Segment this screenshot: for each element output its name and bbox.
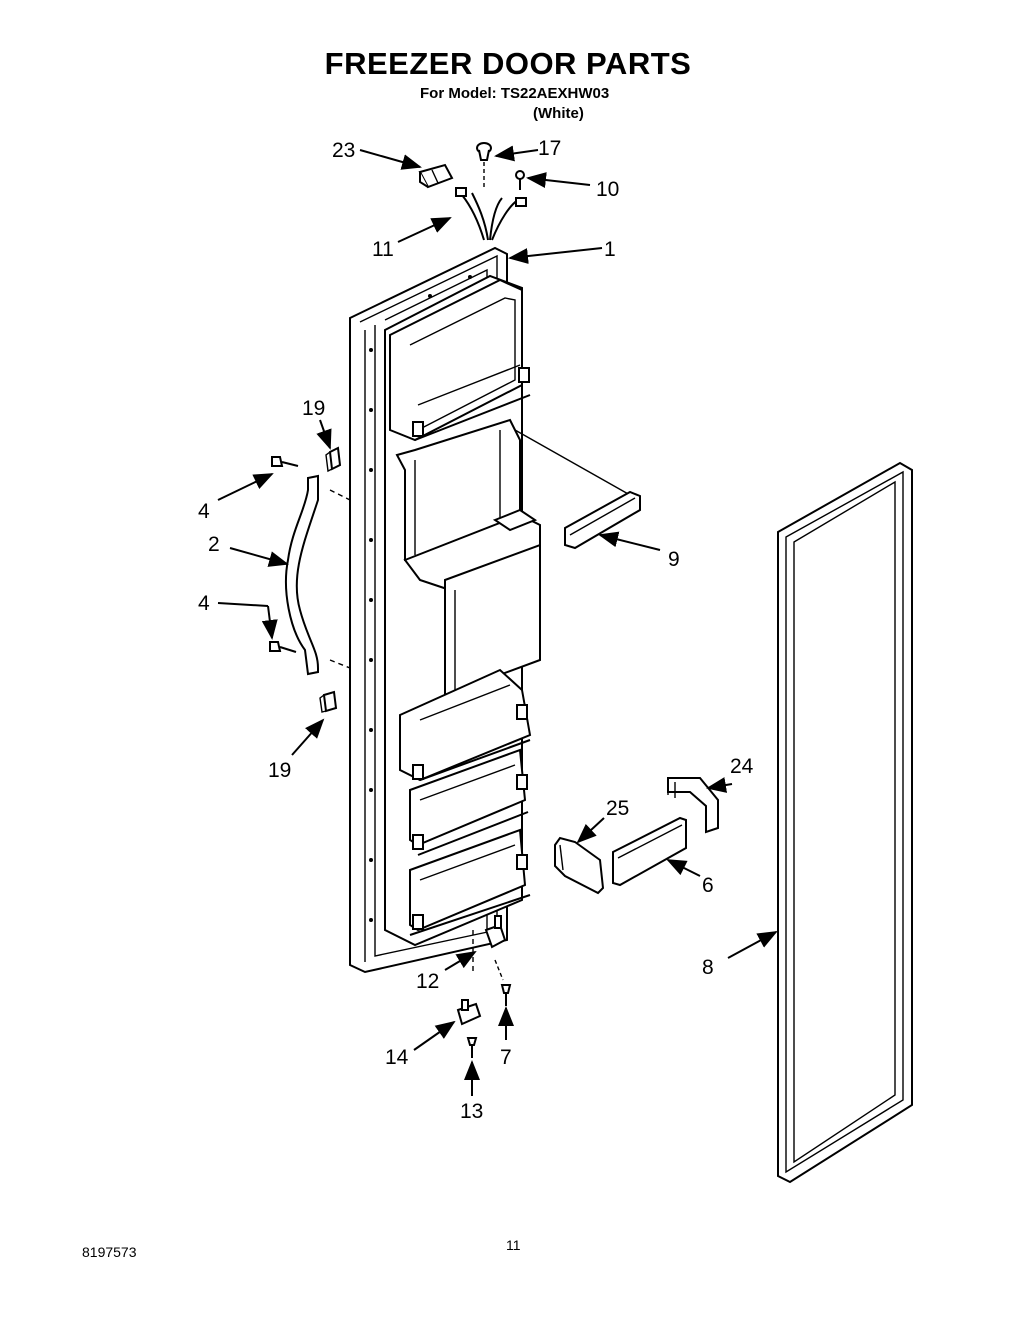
end-cap-lower-part — [319, 690, 338, 713]
connector-part — [418, 163, 454, 189]
screw-part — [515, 170, 525, 190]
page-number: 11 — [506, 1237, 521, 1253]
wiring-harness-part — [455, 187, 527, 241]
callout-14: 14 — [385, 1046, 409, 1069]
callout-9: 9 — [668, 548, 680, 571]
shelf-end-24-part — [667, 777, 719, 834]
callout-4-lower: 4 — [198, 592, 210, 615]
handle-screw-lower-part — [269, 641, 297, 653]
callout-6: 6 — [702, 874, 714, 897]
model-line: For Model: TS22AEXHW03 — [420, 85, 610, 102]
door-gasket-part — [777, 461, 913, 1184]
handle-part — [285, 474, 351, 676]
shelf-panel-6-part — [612, 816, 687, 887]
end-cap-upper-part — [325, 446, 342, 473]
callout-2: 2 — [208, 533, 220, 556]
freezer-door-part — [349, 246, 541, 974]
document-number: 8197573 — [82, 1244, 137, 1260]
hinge-bracket-14-part — [456, 999, 482, 1026]
color-variant: (White) — [533, 105, 584, 122]
callout-17: 17 — [538, 137, 561, 160]
callout-12: 12 — [416, 970, 439, 993]
hinge-screw-7-part — [494, 959, 512, 1006]
dispenser-trim-part — [514, 429, 641, 550]
callout-7: 7 — [500, 1046, 512, 1069]
callout-24: 24 — [730, 755, 754, 778]
plug-button-part — [476, 142, 492, 190]
callout-23: 23 — [332, 139, 355, 162]
callout-10: 10 — [596, 178, 619, 201]
shelf-end-25-part — [554, 836, 605, 895]
callout-1: 1 — [604, 238, 616, 261]
callout-4-upper: 4 — [198, 500, 210, 523]
hinge-screw-13-part — [466, 1037, 478, 1058]
callout-leaders — [217, 145, 778, 1096]
callout-19-lower: 19 — [268, 759, 291, 782]
callout-19-upper: 19 — [302, 397, 325, 420]
callout-8: 8 — [702, 956, 714, 979]
callout-13: 13 — [460, 1100, 483, 1123]
callout-11: 11 — [372, 238, 394, 261]
page-title: FREEZER DOOR PARTS — [324, 46, 692, 81]
callout-25: 25 — [606, 797, 629, 820]
handle-screw-upper-part — [271, 456, 299, 467]
